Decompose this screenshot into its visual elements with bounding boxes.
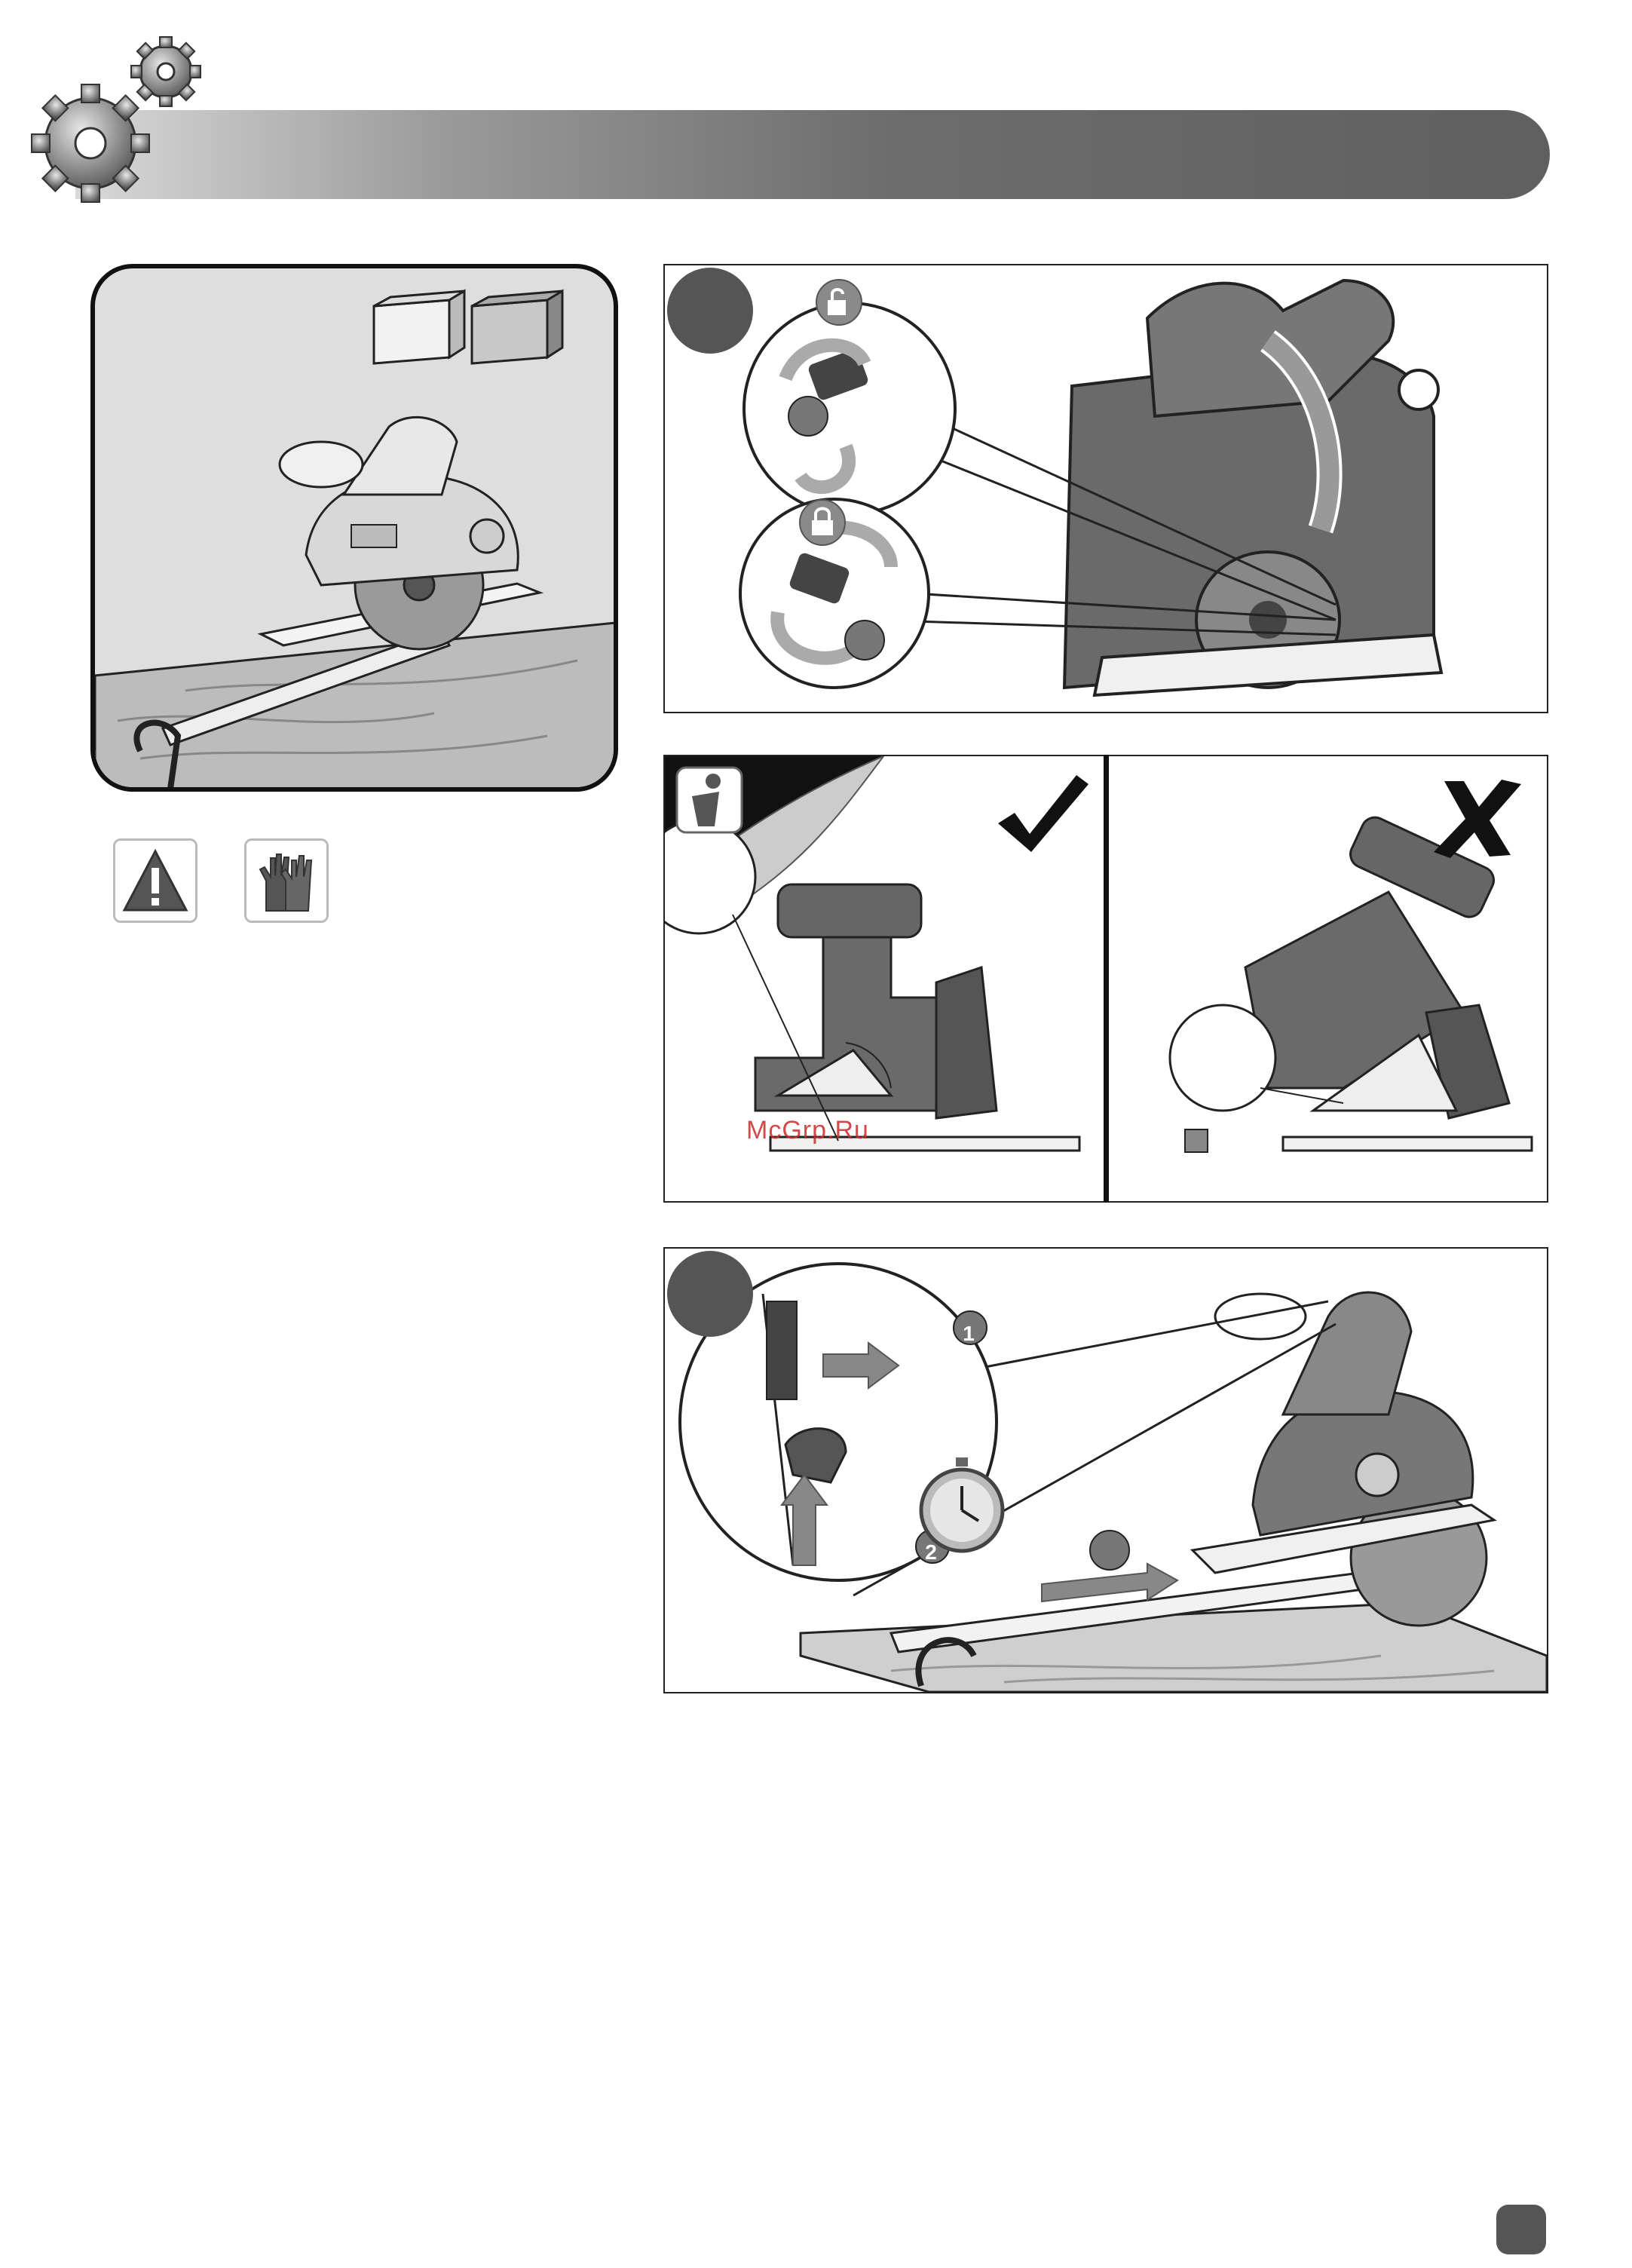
step-3-badge [667,1251,753,1337]
gears-icon [30,30,211,204]
stopwatch-icon [918,1456,1006,1554]
step-1-badge [667,268,753,354]
lock-icon [799,499,846,546]
step-3-plunge-cut-panel [663,1247,1548,1693]
wood-planks-icon [374,291,562,363]
warning-triangle-icon [113,838,197,923]
gloves-icon [244,838,329,923]
info-icon [675,766,743,834]
step-1-bevel-adjust-panel [663,264,1548,713]
watermark-text: McGrp.Ru [746,1116,869,1145]
intro-illustration-card [90,264,618,792]
panel-divider [1104,755,1109,1203]
unlock-icon [816,279,862,326]
page-number-tab [1496,2205,1546,2254]
check-mark-icon [994,771,1092,855]
header-bar [75,110,1550,199]
cross-mark-icon [1434,777,1524,860]
callout-1-label: 1 [952,1317,985,1350]
